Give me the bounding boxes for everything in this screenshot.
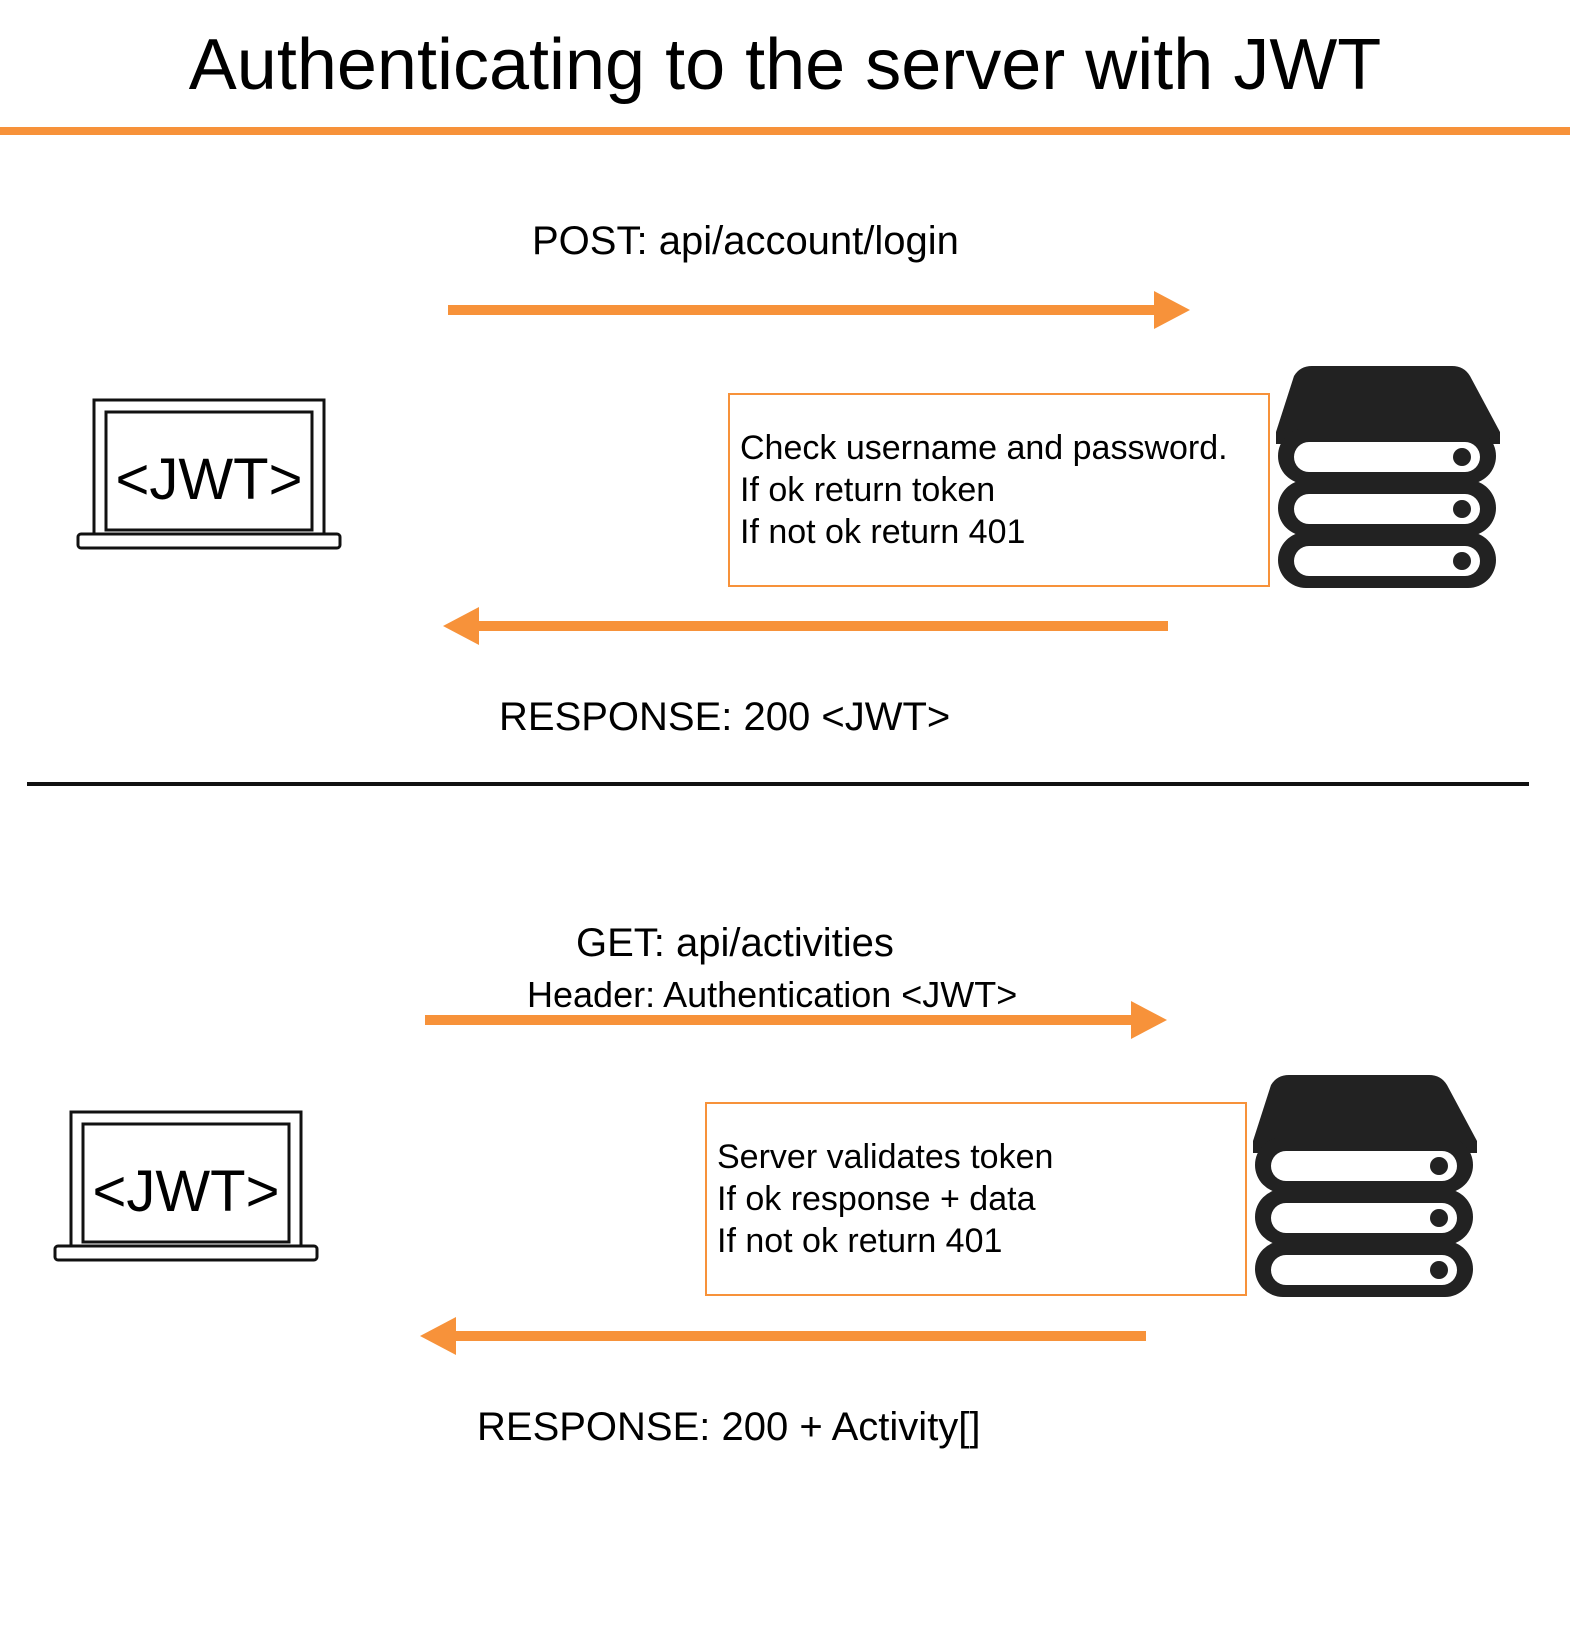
note-line: Server validates token (717, 1138, 1054, 1176)
login-server-note: Check username and password. If ok retur… (728, 393, 1270, 587)
diagram-title: Authenticating to the server with JWT (188, 25, 1382, 105)
laptop-token-text: <JWT> (92, 1159, 280, 1224)
server-icon (1253, 1075, 1477, 1297)
title-underline (0, 127, 1570, 135)
server-icon (1276, 366, 1500, 588)
data-response-label: RESPONSE: 200 + Activity[] (477, 1405, 981, 1449)
data-request-arrow (425, 1001, 1167, 1039)
login-response-arrow (443, 607, 1168, 645)
data-response-arrow (420, 1317, 1146, 1355)
note-line: If not ok return 401 (717, 1222, 1003, 1260)
laptop-icon (76, 398, 342, 550)
note-line: If ok response + data (717, 1180, 1036, 1218)
login-response-label: RESPONSE: 200 <JWT> (499, 695, 951, 739)
login-request-label: POST: api/account/login (532, 219, 959, 263)
note-line: If ok return token (740, 471, 996, 509)
laptop-token-text: <JWT> (115, 447, 303, 512)
data-server-note: Server validates token If ok response + … (705, 1102, 1247, 1296)
section-divider (27, 782, 1529, 786)
data-request-header: Header: Authentication <JWT> (527, 974, 1018, 1015)
laptop-icon (53, 1110, 319, 1262)
note-line: If not ok return 401 (740, 513, 1026, 551)
note-line: Check username and password. (740, 429, 1228, 467)
login-request-arrow (448, 291, 1190, 329)
data-request-label: GET: api/activities (576, 921, 894, 965)
